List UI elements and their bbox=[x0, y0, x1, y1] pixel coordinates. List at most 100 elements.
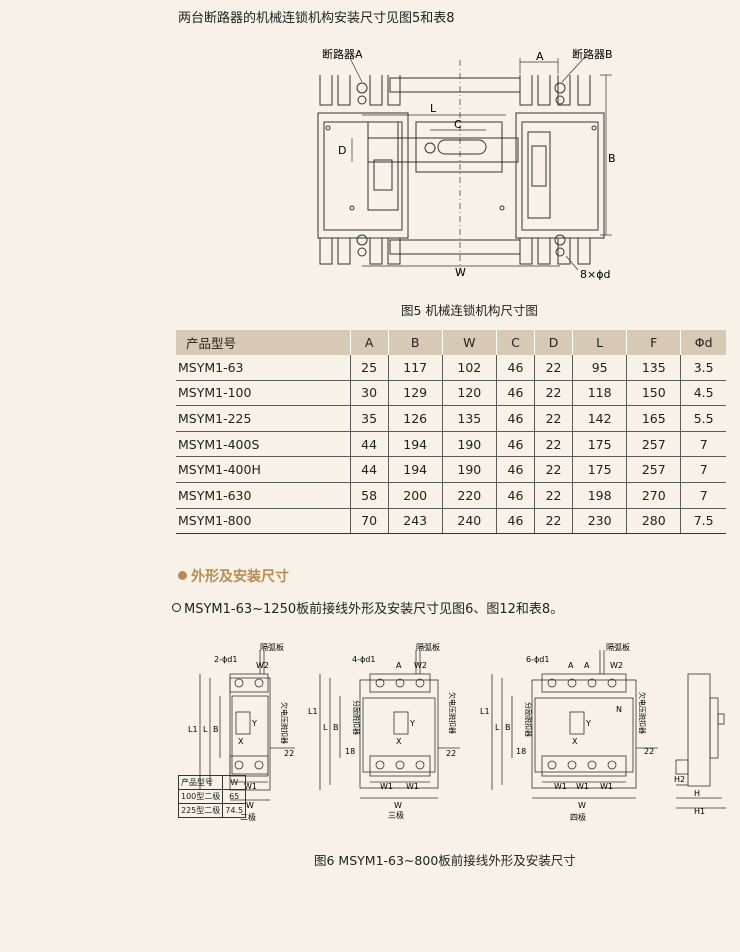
dim-l: L bbox=[430, 102, 437, 115]
cell: 22 bbox=[533, 431, 573, 458]
dim-c: C bbox=[454, 118, 462, 131]
four-pole-l-label: L bbox=[495, 723, 500, 732]
circle-bullet-icon bbox=[172, 603, 181, 612]
four-pole-y-label: Y bbox=[585, 719, 591, 728]
two-pole-x-label: X bbox=[238, 737, 244, 746]
cell: 44 bbox=[349, 431, 389, 458]
two-pole-barrier-label: 隔弧板 bbox=[260, 642, 284, 652]
cell: 46 bbox=[495, 508, 535, 535]
four-pole-w1c-label: W1 bbox=[600, 782, 613, 791]
two-pole-holes-label: 2-ϕd1 bbox=[214, 655, 237, 664]
cell: 70 bbox=[349, 508, 389, 535]
cell: 126 bbox=[387, 405, 443, 432]
col-w: W bbox=[441, 330, 497, 355]
cell: MSYM1-630 bbox=[176, 482, 351, 509]
figure-5-interlock-drawing: 断路器A 断路器B A B L C D W 8×ϕd bbox=[317, 47, 616, 281]
cell: 46 bbox=[495, 405, 535, 432]
cell: 35 bbox=[349, 405, 389, 432]
cell: 120 bbox=[441, 380, 497, 407]
cell: 165 bbox=[626, 405, 681, 432]
four-pole-l1-label: L1 bbox=[480, 707, 490, 716]
four-pole-holes-label: 6-ϕd1 bbox=[526, 655, 549, 664]
four-pole-w-label: W bbox=[578, 801, 586, 810]
cell: 7.5 bbox=[680, 508, 726, 535]
four-pole-label: 四极 bbox=[570, 812, 586, 822]
two-pole-aux-label: 欠电压脱扣器 bbox=[280, 702, 289, 744]
cell: 产品型号 bbox=[177, 775, 224, 790]
four-pole-x-label: X bbox=[572, 737, 578, 746]
cell: 270 bbox=[626, 482, 681, 509]
three-pole-l1-label: L1 bbox=[308, 707, 318, 716]
three-pole-label: 三极 bbox=[388, 810, 404, 820]
intro-text: 两台断路器的机械连锁机构安装尺寸见图5和表8 bbox=[178, 11, 455, 26]
cell: 95 bbox=[572, 355, 627, 381]
three-pole-22-label: 22 bbox=[446, 749, 456, 758]
col-b: B bbox=[387, 330, 443, 355]
four-pole-w2-label: W2 bbox=[610, 661, 623, 670]
four-pole-w1a-label: W1 bbox=[554, 782, 567, 791]
cell: MSYM1-800 bbox=[176, 508, 351, 535]
dim-d: D bbox=[338, 144, 346, 157]
cell: 74.5 bbox=[222, 803, 247, 818]
cell: 230 bbox=[572, 508, 627, 535]
cell: MSYM1-400S bbox=[176, 431, 351, 458]
four-pole-w1b-label: W1 bbox=[576, 782, 589, 791]
three-pole-barrier-label: 隔弧板 bbox=[416, 642, 440, 652]
subsection-text-content: MSYM1-63~1250板前接线外形及安装尺寸见图6、图12和表8。 bbox=[184, 602, 564, 617]
cell: 22 bbox=[533, 405, 573, 432]
cell: 220 bbox=[441, 482, 497, 509]
dim-holes: 8×ϕd bbox=[580, 268, 610, 281]
cell: 243 bbox=[387, 508, 443, 535]
section-title: 外形及安装尺寸 bbox=[178, 566, 289, 586]
four-pole-n-label: N bbox=[616, 705, 622, 714]
cell: 142 bbox=[572, 405, 627, 432]
label-breaker-a: 断路器A bbox=[322, 47, 363, 61]
dim-a: A bbox=[536, 50, 544, 63]
two-pole-l1-label: L1 bbox=[188, 725, 198, 734]
two-pole-y-label: Y bbox=[251, 719, 257, 728]
cell: 194 bbox=[387, 456, 443, 483]
figure-5-caption: 图5 机械连锁机构尺寸图 bbox=[401, 303, 538, 318]
three-pole-l-label: L bbox=[323, 723, 328, 732]
cell: 7 bbox=[680, 431, 726, 458]
cell: 194 bbox=[387, 431, 443, 458]
two-pole-w1-label: W1 bbox=[244, 782, 257, 791]
cell: 46 bbox=[495, 380, 535, 407]
three-pole-b-label: B bbox=[333, 723, 339, 732]
three-pole-w-label: W bbox=[394, 801, 402, 810]
cell: 240 bbox=[441, 508, 497, 535]
cell: 190 bbox=[441, 431, 497, 458]
cell: 46 bbox=[495, 482, 535, 509]
cell: MSYM1-63 bbox=[176, 355, 351, 381]
table-header-row: 产品型号 A B W C D L F Φd bbox=[176, 330, 726, 355]
three-pole-shunt-label: 分励脱扣器 bbox=[352, 700, 361, 735]
cell: 135 bbox=[626, 355, 681, 381]
cell: W bbox=[222, 775, 247, 790]
cell: 3.5 bbox=[680, 355, 726, 381]
three-pole-a-label: A bbox=[396, 661, 402, 670]
four-pole-18-label: 18 bbox=[516, 747, 526, 756]
two-pole-w-label: W bbox=[246, 801, 254, 810]
four-pole-aux-label: 欠电压脱扣器 bbox=[638, 692, 647, 734]
col-c: C bbox=[495, 330, 535, 355]
two-pole-l-label: L bbox=[203, 725, 208, 734]
cell: 46 bbox=[495, 431, 535, 458]
cell: 65 bbox=[222, 789, 247, 804]
bullet-dot-icon bbox=[178, 571, 187, 580]
cell: 118 bbox=[572, 380, 627, 407]
cell: 46 bbox=[495, 456, 535, 483]
four-pole-shunt-label: 分励脱扣器 bbox=[524, 702, 533, 737]
col-phid: Φd bbox=[680, 330, 726, 355]
cell: 257 bbox=[626, 431, 681, 458]
col-l: L bbox=[572, 330, 627, 355]
cell: MSYM1-225 bbox=[176, 405, 351, 432]
two-pole-b-label: B bbox=[213, 725, 219, 734]
col-model: 产品型号 bbox=[176, 330, 351, 355]
figure-6-dimension-drawings: 2-ϕd1 隔弧板 W2 L1 L B Y X 22 W1 W 二极 欠电压脱扣… bbox=[188, 642, 726, 822]
side-h1-label: H1 bbox=[694, 807, 705, 816]
four-pole-barrier-label: 隔弧板 bbox=[606, 642, 630, 652]
